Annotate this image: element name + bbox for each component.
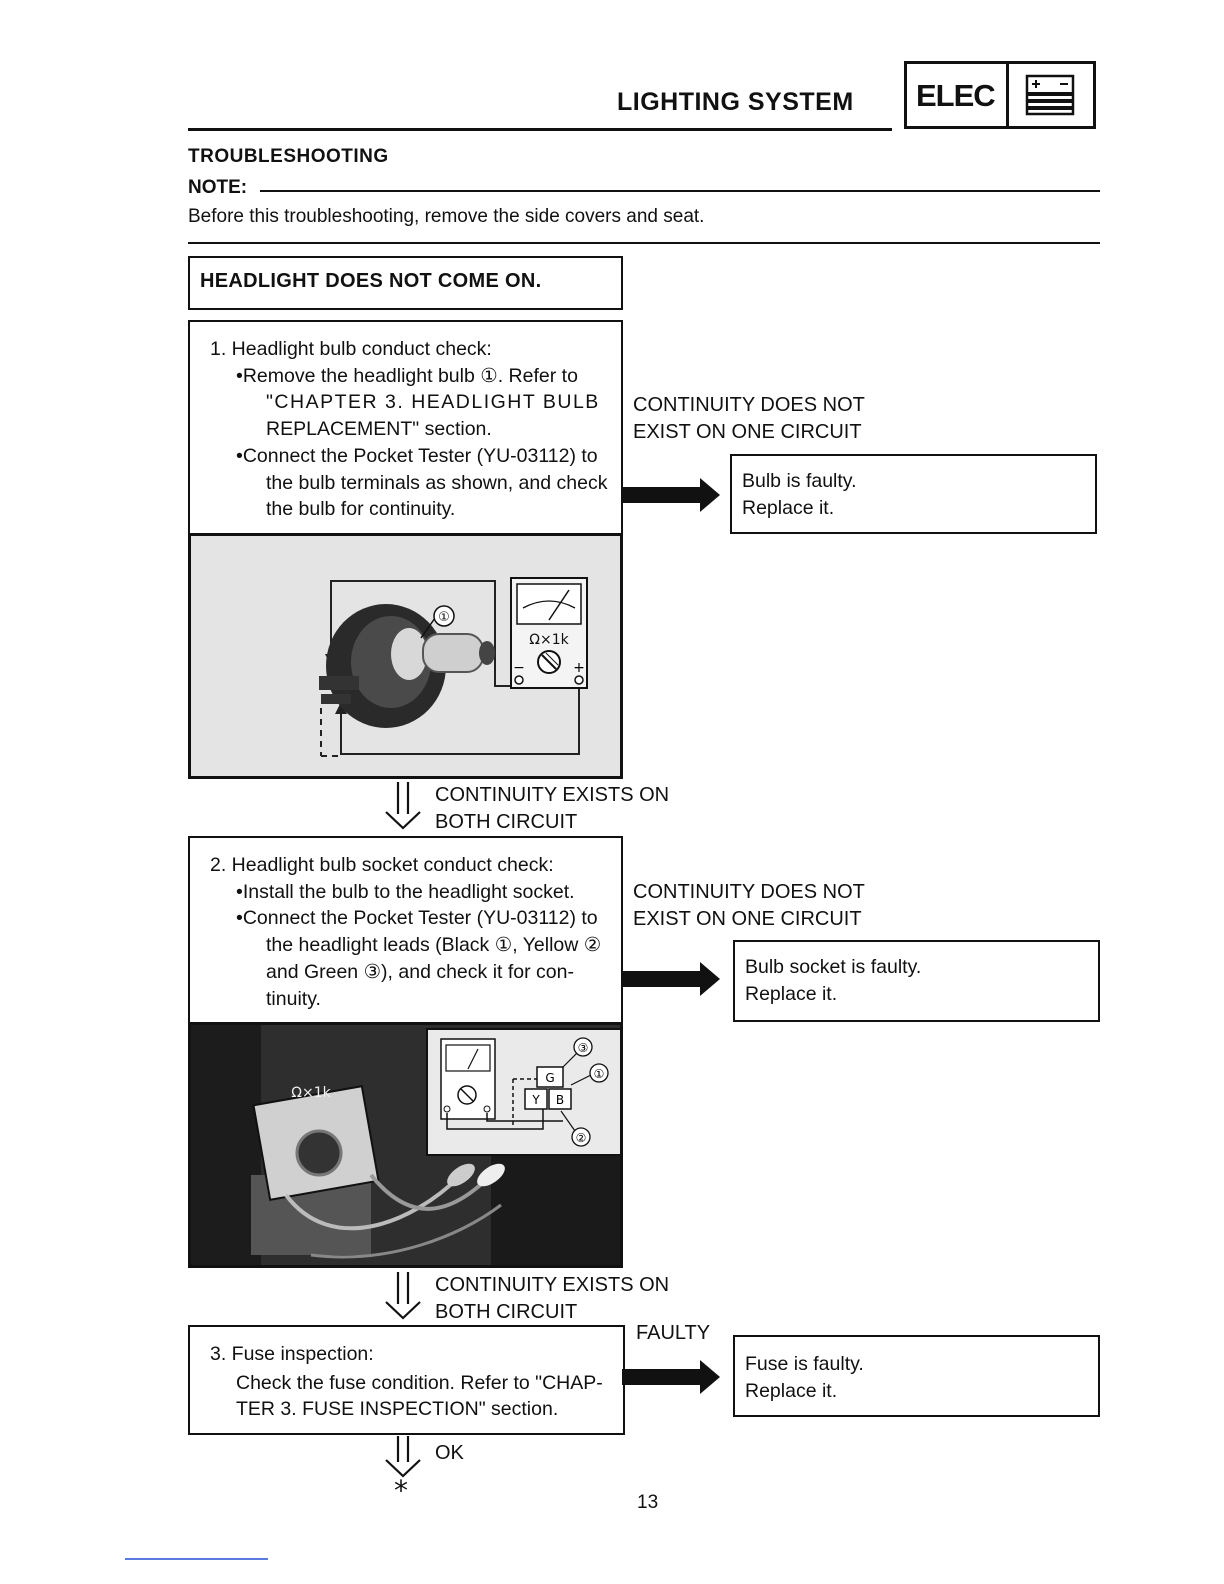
condition-line: CONTINUITY EXISTS ON xyxy=(435,782,669,809)
socket-test-photo: Ω×1k G Y B ③ ① ② xyxy=(191,1025,623,1268)
step1-line: •Connect the Pocket Tester (YU-03112) to xyxy=(210,443,610,470)
step1-figure: ① Ω×1k − + xyxy=(188,533,623,779)
note-label: NOTE: xyxy=(188,177,247,199)
down-arrow-icon xyxy=(382,1270,426,1322)
step2-line: and Green ③), and check it for con- xyxy=(210,959,615,986)
section-tag-divider xyxy=(1006,62,1009,128)
plus-terminal-label: + xyxy=(573,660,585,676)
result-line: Fuse is faulty. xyxy=(745,1351,864,1378)
step1-line: the bulb terminals as shown, and check xyxy=(210,470,610,497)
note-rule xyxy=(260,190,1100,192)
continue-marker: * xyxy=(394,1474,408,1507)
page-header-title: LIGHTING SYSTEM xyxy=(617,88,854,117)
step2-fail-condition: CONTINUITY DOES NOT EXIST ON ONE CIRCUIT xyxy=(633,879,865,933)
figure-callout: ② xyxy=(576,1131,587,1145)
figure-callout: ① xyxy=(438,610,450,625)
down-arrow-icon xyxy=(382,780,426,832)
note-end-rule xyxy=(188,242,1100,244)
step3-line: Check the fuse condition. Refer to "CHAP… xyxy=(210,1370,615,1397)
step3-box: 3. Fuse inspection: Check the fuse condi… xyxy=(188,1325,625,1435)
condition-line: CONTINUITY EXISTS ON xyxy=(435,1272,669,1299)
result-line: Replace it. xyxy=(742,495,857,522)
condition-line: EXIST ON ONE CIRCUIT xyxy=(633,419,865,446)
step3-pass-condition: OK xyxy=(435,1440,464,1467)
step2-result-box: Bulb socket is faulty. Replace it. xyxy=(733,940,1100,1022)
result-line: Replace it. xyxy=(745,1378,864,1405)
footer-rule xyxy=(125,1558,268,1560)
step1-box: 1. Headlight bulb conduct check: •Remove… xyxy=(188,320,623,535)
section-tag: ELEC xyxy=(916,78,995,114)
header-rule xyxy=(188,128,892,131)
right-arrow-icon xyxy=(622,960,722,1000)
step2-title: 2. Headlight bulb socket conduct check: xyxy=(210,852,615,879)
step1-pass-condition: CONTINUITY EXISTS ON BOTH CIRCUIT xyxy=(435,782,669,836)
step1-line: the bulb for continuity. xyxy=(210,496,610,523)
step2-line: •Connect the Pocket Tester (YU-03112) to xyxy=(210,905,615,932)
step1-result-box: Bulb is faulty. Replace it. xyxy=(730,454,1097,534)
result-line: Bulb is faulty. xyxy=(742,468,857,495)
terminal-label: B xyxy=(556,1093,564,1107)
step2-figure: Ω×1k G Y B ③ ① ② xyxy=(188,1022,623,1268)
terminal-label: G xyxy=(545,1071,554,1085)
step2-line: tinuity. xyxy=(210,986,615,1013)
condition-line: BOTH CIRCUIT xyxy=(435,1299,669,1326)
bulb-test-diagram: ① Ω×1k − + xyxy=(191,536,623,779)
symptom-text: HEADLIGHT DOES NOT COME ON. xyxy=(200,270,541,293)
step1-fail-condition: CONTINUITY DOES NOT EXIST ON ONE CIRCUIT xyxy=(633,392,865,446)
step1-line: •Remove the headlight bulb ①. Refer to xyxy=(210,363,610,390)
step1-line: "CHAPTER 3. HEADLIGHT BULB xyxy=(210,389,610,416)
right-arrow-icon xyxy=(622,1358,722,1398)
step3-result-box: Fuse is faulty. Replace it. xyxy=(733,1335,1100,1417)
step2-line: •Install the bulb to the headlight socke… xyxy=(210,879,615,906)
condition-line: CONTINUITY DOES NOT xyxy=(633,879,865,906)
step3-title: 3. Fuse inspection: xyxy=(210,1341,615,1368)
step2-box: 2. Headlight bulb socket conduct check: … xyxy=(188,836,623,1026)
step1-title: 1. Headlight bulb conduct check: xyxy=(210,336,610,363)
step2-line: the headlight leads (Black ①, Yellow ② xyxy=(210,932,615,959)
condition-line: CONTINUITY DOES NOT xyxy=(633,392,865,419)
battery-icon xyxy=(1022,74,1080,118)
symptom-box: HEADLIGHT DOES NOT COME ON. xyxy=(188,256,623,310)
condition-line: BOTH CIRCUIT xyxy=(435,809,669,836)
meter-range-label: Ω×1k xyxy=(529,632,569,648)
note-text: Before this troubleshooting, remove the … xyxy=(188,206,704,228)
meter-range-label: Ω×1k xyxy=(291,1085,331,1101)
result-line: Bulb socket is faulty. xyxy=(745,954,921,981)
page-number: 13 xyxy=(637,1492,658,1514)
terminal-label: Y xyxy=(531,1093,540,1107)
minus-terminal-label: − xyxy=(513,660,525,676)
result-line: Replace it. xyxy=(745,981,921,1008)
right-arrow-icon xyxy=(622,476,722,516)
step1-line: REPLACEMENT" section. xyxy=(210,416,610,443)
step3-line: TER 3. FUSE INSPECTION" section. xyxy=(210,1396,615,1423)
figure-callout: ① xyxy=(594,1067,605,1081)
condition-line: EXIST ON ONE CIRCUIT xyxy=(633,906,865,933)
step3-fail-condition: FAULTY xyxy=(636,1320,710,1347)
step2-pass-condition: CONTINUITY EXISTS ON BOTH CIRCUIT xyxy=(435,1272,669,1326)
section-title: TROUBLESHOOTING xyxy=(188,146,389,168)
figure-callout: ③ xyxy=(578,1041,589,1055)
